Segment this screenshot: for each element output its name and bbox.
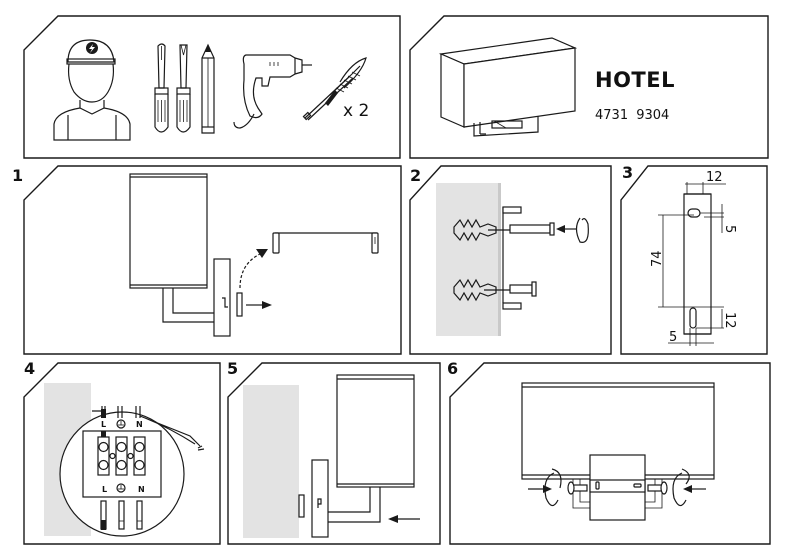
product-name: HOTEL [595,68,675,92]
electrician-icon [53,39,131,141]
terminal-block-illustration: L N L N [44,383,205,537]
dim-slot-offset: 5 [722,225,737,233]
dim-bottom-width: 5 [669,330,677,345]
terminal-label-top-n: N [136,420,143,429]
step-5-illustration [243,374,420,538]
pencil-icon [201,43,215,134]
phillips-screwdriver-icon [154,43,169,133]
step-1-illustration [129,173,379,337]
step-1-frame [23,165,402,355]
product-illustration [438,37,578,137]
step-2-panel: 2 [408,160,614,356]
bracket-dimension-drawing: 12 5 74 12 5 [650,170,737,346]
drill-icon [233,54,312,129]
step-2-illustration [436,183,589,336]
terminal-label-bottom-n: N [138,485,145,494]
wall [436,183,501,336]
step-3-panel: 3 12 5 74 12 5 [614,160,793,356]
step-4-panel: 4 L N L N [0,356,224,559]
dim-top-width: 12 [706,170,723,185]
dim-hole-spacing: 74 [650,250,665,267]
step-6-panel: 6 [442,356,793,559]
wall [243,385,299,538]
step-6-illustration [521,382,715,521]
terminal-label-top-l: L [101,420,106,429]
plug-quantity: x 2 [343,101,370,121]
tools-panel-frame [23,15,401,159]
step-number: 4 [24,359,36,378]
wall-plug-screw-icon [302,57,367,121]
product-panel: HOTEL 4731 9304 [400,0,793,160]
step-number: 3 [622,163,634,182]
step-number: 2 [410,166,422,185]
step-5-panel: 5 [224,356,442,559]
step-number: 5 [227,359,239,378]
step-number: 1 [12,166,24,185]
flat-screwdriver-icon [176,44,191,133]
dim-slot-height: 12 [722,312,737,329]
step-1-panel: 1 [0,160,408,356]
terminal-label-bottom-l: L [102,485,107,494]
product-code: 4731 9304 [595,108,670,123]
tools-panel: x 2 [0,0,401,160]
step-number: 6 [447,359,459,378]
